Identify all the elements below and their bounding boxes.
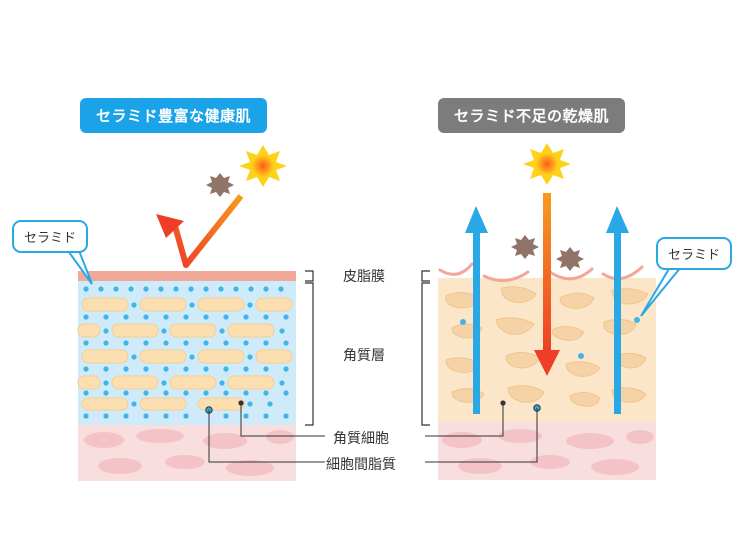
moisture-arrow-left-shaft <box>473 228 480 414</box>
healthy-sebum-film <box>78 271 296 281</box>
healthy-skin-title: セラミド豊富な健康肌 <box>80 98 268 133</box>
penetrating-uv-arrow-head <box>534 350 560 376</box>
dry-skin-panel <box>438 143 688 480</box>
dry-ceramide-dot <box>578 353 584 359</box>
dry-ceramide-dot <box>460 319 466 325</box>
sebum-film-label: 皮脂膜 <box>343 269 385 285</box>
dry-sebum-flakes <box>438 262 644 283</box>
moisture-arrow-left-head <box>465 206 488 233</box>
healthy-dermis-cells <box>84 429 294 476</box>
center-brackets <box>305 270 430 426</box>
dust-icon <box>556 247 584 271</box>
dry-ceramide-dot <box>634 317 640 323</box>
dry-skin-title: セラミド不足の乾燥肌 <box>438 98 626 133</box>
healthy-corneocytes <box>77 297 293 411</box>
ceramide-callout-right: セラミド <box>656 237 733 270</box>
corneocyte-label: 角質細胞 <box>333 431 389 447</box>
intercellular-lipid-label: 細胞間脂質 <box>326 457 396 473</box>
dust-icon <box>511 235 539 259</box>
moisture-arrow-right-head <box>606 206 629 233</box>
healthy-skin-panel <box>64 145 296 481</box>
reflected-uv-arrow <box>172 194 244 268</box>
penetrating-uv-arrow-shaft <box>543 193 551 353</box>
ceramide-callout-left: セラミド <box>12 220 89 253</box>
stratum-corneum-label: 角質層 <box>343 348 385 364</box>
leader-lines <box>208 403 538 463</box>
healthy-ceramide-dots <box>83 286 289 419</box>
left-dust-icon <box>206 173 234 197</box>
moisture-arrow-right-shaft <box>614 228 621 414</box>
